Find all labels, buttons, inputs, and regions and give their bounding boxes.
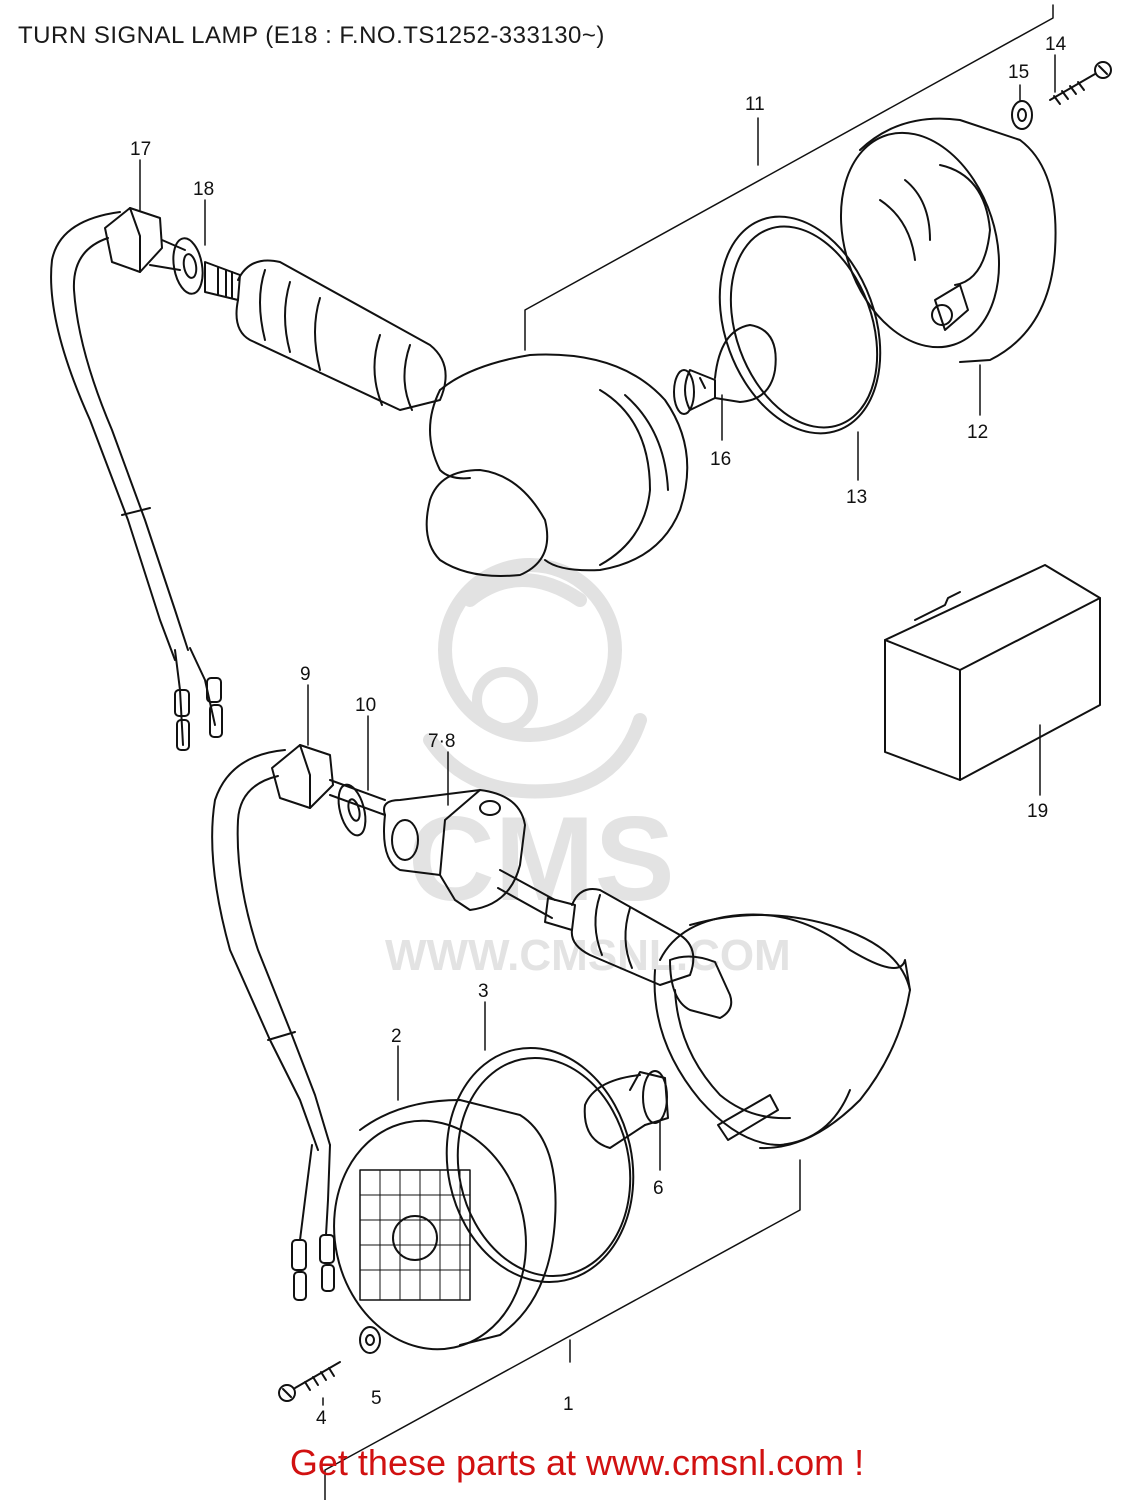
upper-lamp-stem	[204, 259, 447, 411]
callout-13: 13	[846, 487, 867, 508]
part-1-housing	[653, 913, 911, 1150]
callout-5: 5	[371, 1388, 382, 1409]
lower-shaft	[329, 779, 386, 816]
callout-labels: 14 15 11 17 18 12 16 13 9 10 7·8 19 3 2 …	[130, 34, 1067, 1429]
callout-9: 9	[300, 664, 311, 685]
callout-15: 15	[1008, 62, 1029, 83]
footer-shop-link[interactable]: Get these parts at www.cmsnl.com !	[289, 1442, 865, 1483]
part-2-lens	[333, 1099, 557, 1351]
lower-wire-harness	[211, 749, 319, 1151]
callout-11: 11	[745, 94, 765, 115]
part-14-screw	[1049, 61, 1112, 105]
part-6-bulb	[583, 1070, 669, 1149]
cms-watermark	[423, 558, 647, 799]
lower-lamp-socket	[497, 869, 733, 1019]
callout-7-8: 7·8	[428, 731, 455, 752]
watermark-url: WWW.CMSNL.COM	[385, 931, 791, 980]
upper-wire-harness	[50, 211, 176, 661]
leader-lines	[139, 4, 1056, 1500]
part-10-washer	[337, 783, 367, 837]
part-4-screw	[278, 1361, 341, 1402]
part-19-flasher-relay	[884, 564, 1101, 781]
callout-18: 18	[193, 179, 214, 200]
part-5-washer	[359, 1326, 381, 1354]
callout-16: 16	[710, 449, 731, 470]
callout-19: 19	[1027, 801, 1048, 822]
callout-1: 1	[563, 1394, 574, 1415]
callout-14: 14	[1045, 34, 1067, 55]
callout-6: 6	[653, 1178, 664, 1199]
part-9-nut	[271, 744, 334, 809]
callout-12: 12	[967, 422, 988, 443]
callout-4: 4	[316, 1408, 327, 1429]
part-11-housing	[425, 353, 689, 577]
diagram-title: TURN SIGNAL LAMP (E18 : F.NO.TS1252-3331…	[18, 22, 605, 49]
part-7-8-bracket	[383, 789, 526, 911]
part-3-gasket	[445, 1047, 635, 1283]
callout-17: 17	[130, 139, 151, 160]
part-13-gasket	[718, 215, 882, 435]
callout-3: 3	[478, 981, 489, 1002]
callout-10: 10	[355, 695, 376, 716]
watermark-brand: CMS	[408, 792, 675, 926]
upper-wire-harness-inner	[72, 237, 189, 651]
part-15-washer	[1011, 100, 1033, 130]
part-18-washer	[172, 237, 204, 295]
callout-2: 2	[391, 1026, 402, 1047]
part-12-lens	[839, 117, 1057, 363]
